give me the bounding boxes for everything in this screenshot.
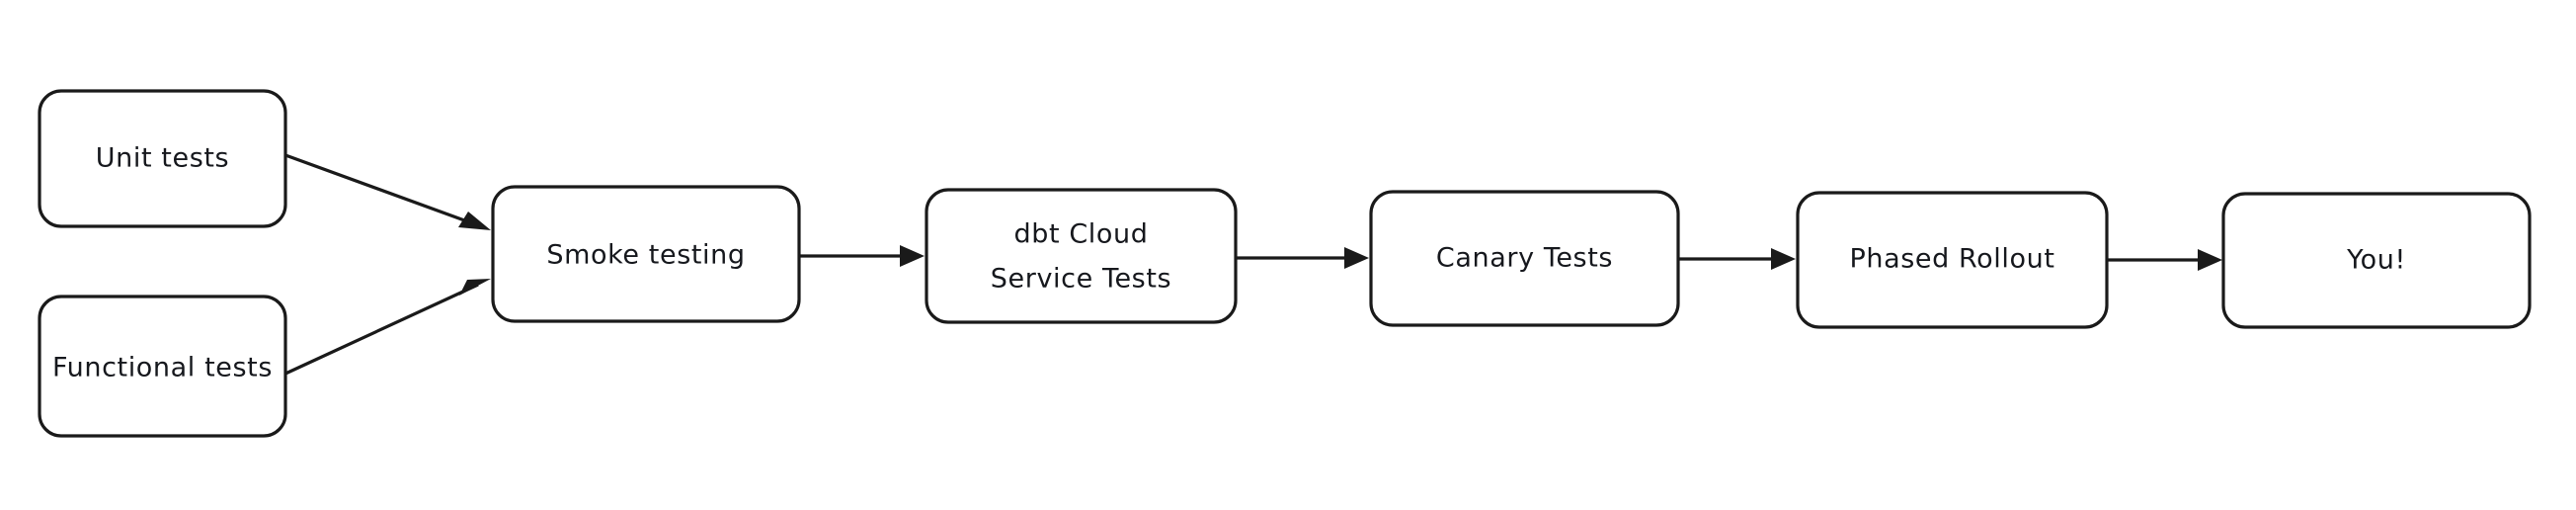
edge-unit-to-smoke-arrowhead	[458, 212, 491, 230]
node-functional-tests-shape[interactable]	[38, 295, 287, 438]
node-canary-tests-label: Canary Tests	[1436, 243, 1613, 274]
node-smoke-testing-shape[interactable]	[491, 185, 801, 323]
edge-canary-to-phased-arrowhead	[1771, 248, 1796, 270]
node-you[interactable]: You!	[2221, 192, 2532, 329]
node-unit-tests[interactable]: Unit tests	[38, 89, 287, 228]
edge-canary-to-phased	[1678, 248, 1796, 270]
edge-phased-to-you	[2107, 249, 2222, 271]
edge-functional-to-smoke-line	[284, 283, 479, 376]
edge-unit-to-smoke-line	[284, 153, 479, 227]
edge-functional-to-smoke	[284, 279, 491, 376]
node-dbt-cloud-service-tests-label-line2: Service Tests	[991, 264, 1171, 295]
node-phased-rollout-shape[interactable]	[1796, 191, 2109, 329]
node-phased-rollout-label: Phased Rollout	[1849, 244, 2054, 275]
node-unit-tests-label: Unit tests	[96, 143, 229, 174]
edge-smoke-to-dbt	[800, 245, 925, 267]
node-dbt-cloud-service-tests-label-line1: dbt Cloud	[1014, 219, 1149, 250]
node-dbt-cloud-service-tests[interactable]: dbt Cloud Service Tests	[925, 188, 1238, 324]
node-canary-tests-shape[interactable]	[1369, 190, 1680, 327]
edge-dbt-to-canary-arrowhead	[1344, 247, 1369, 269]
node-functional-tests-label: Functional tests	[52, 353, 273, 383]
node-phased-rollout[interactable]: Phased Rollout	[1796, 191, 2109, 329]
node-smoke-testing-label: Smoke testing	[546, 240, 745, 271]
edge-smoke-to-dbt-arrowhead	[900, 245, 925, 267]
edge-functional-to-smoke-arrowhead	[459, 279, 491, 296]
edge-phased-to-you-arrowhead	[2198, 249, 2222, 271]
node-you-shape[interactable]	[2221, 192, 2532, 329]
node-smoke-testing[interactable]: Smoke testing	[491, 185, 801, 323]
edge-dbt-to-canary	[1236, 247, 1369, 269]
node-unit-tests-shape[interactable]	[38, 89, 287, 228]
node-dbt-cloud-service-tests-shape[interactable]	[925, 188, 1238, 324]
node-canary-tests[interactable]: Canary Tests	[1369, 190, 1680, 327]
node-you-label: You!	[2346, 245, 2406, 276]
node-functional-tests[interactable]: Functional tests	[38, 295, 287, 438]
edge-unit-to-smoke	[284, 153, 491, 230]
